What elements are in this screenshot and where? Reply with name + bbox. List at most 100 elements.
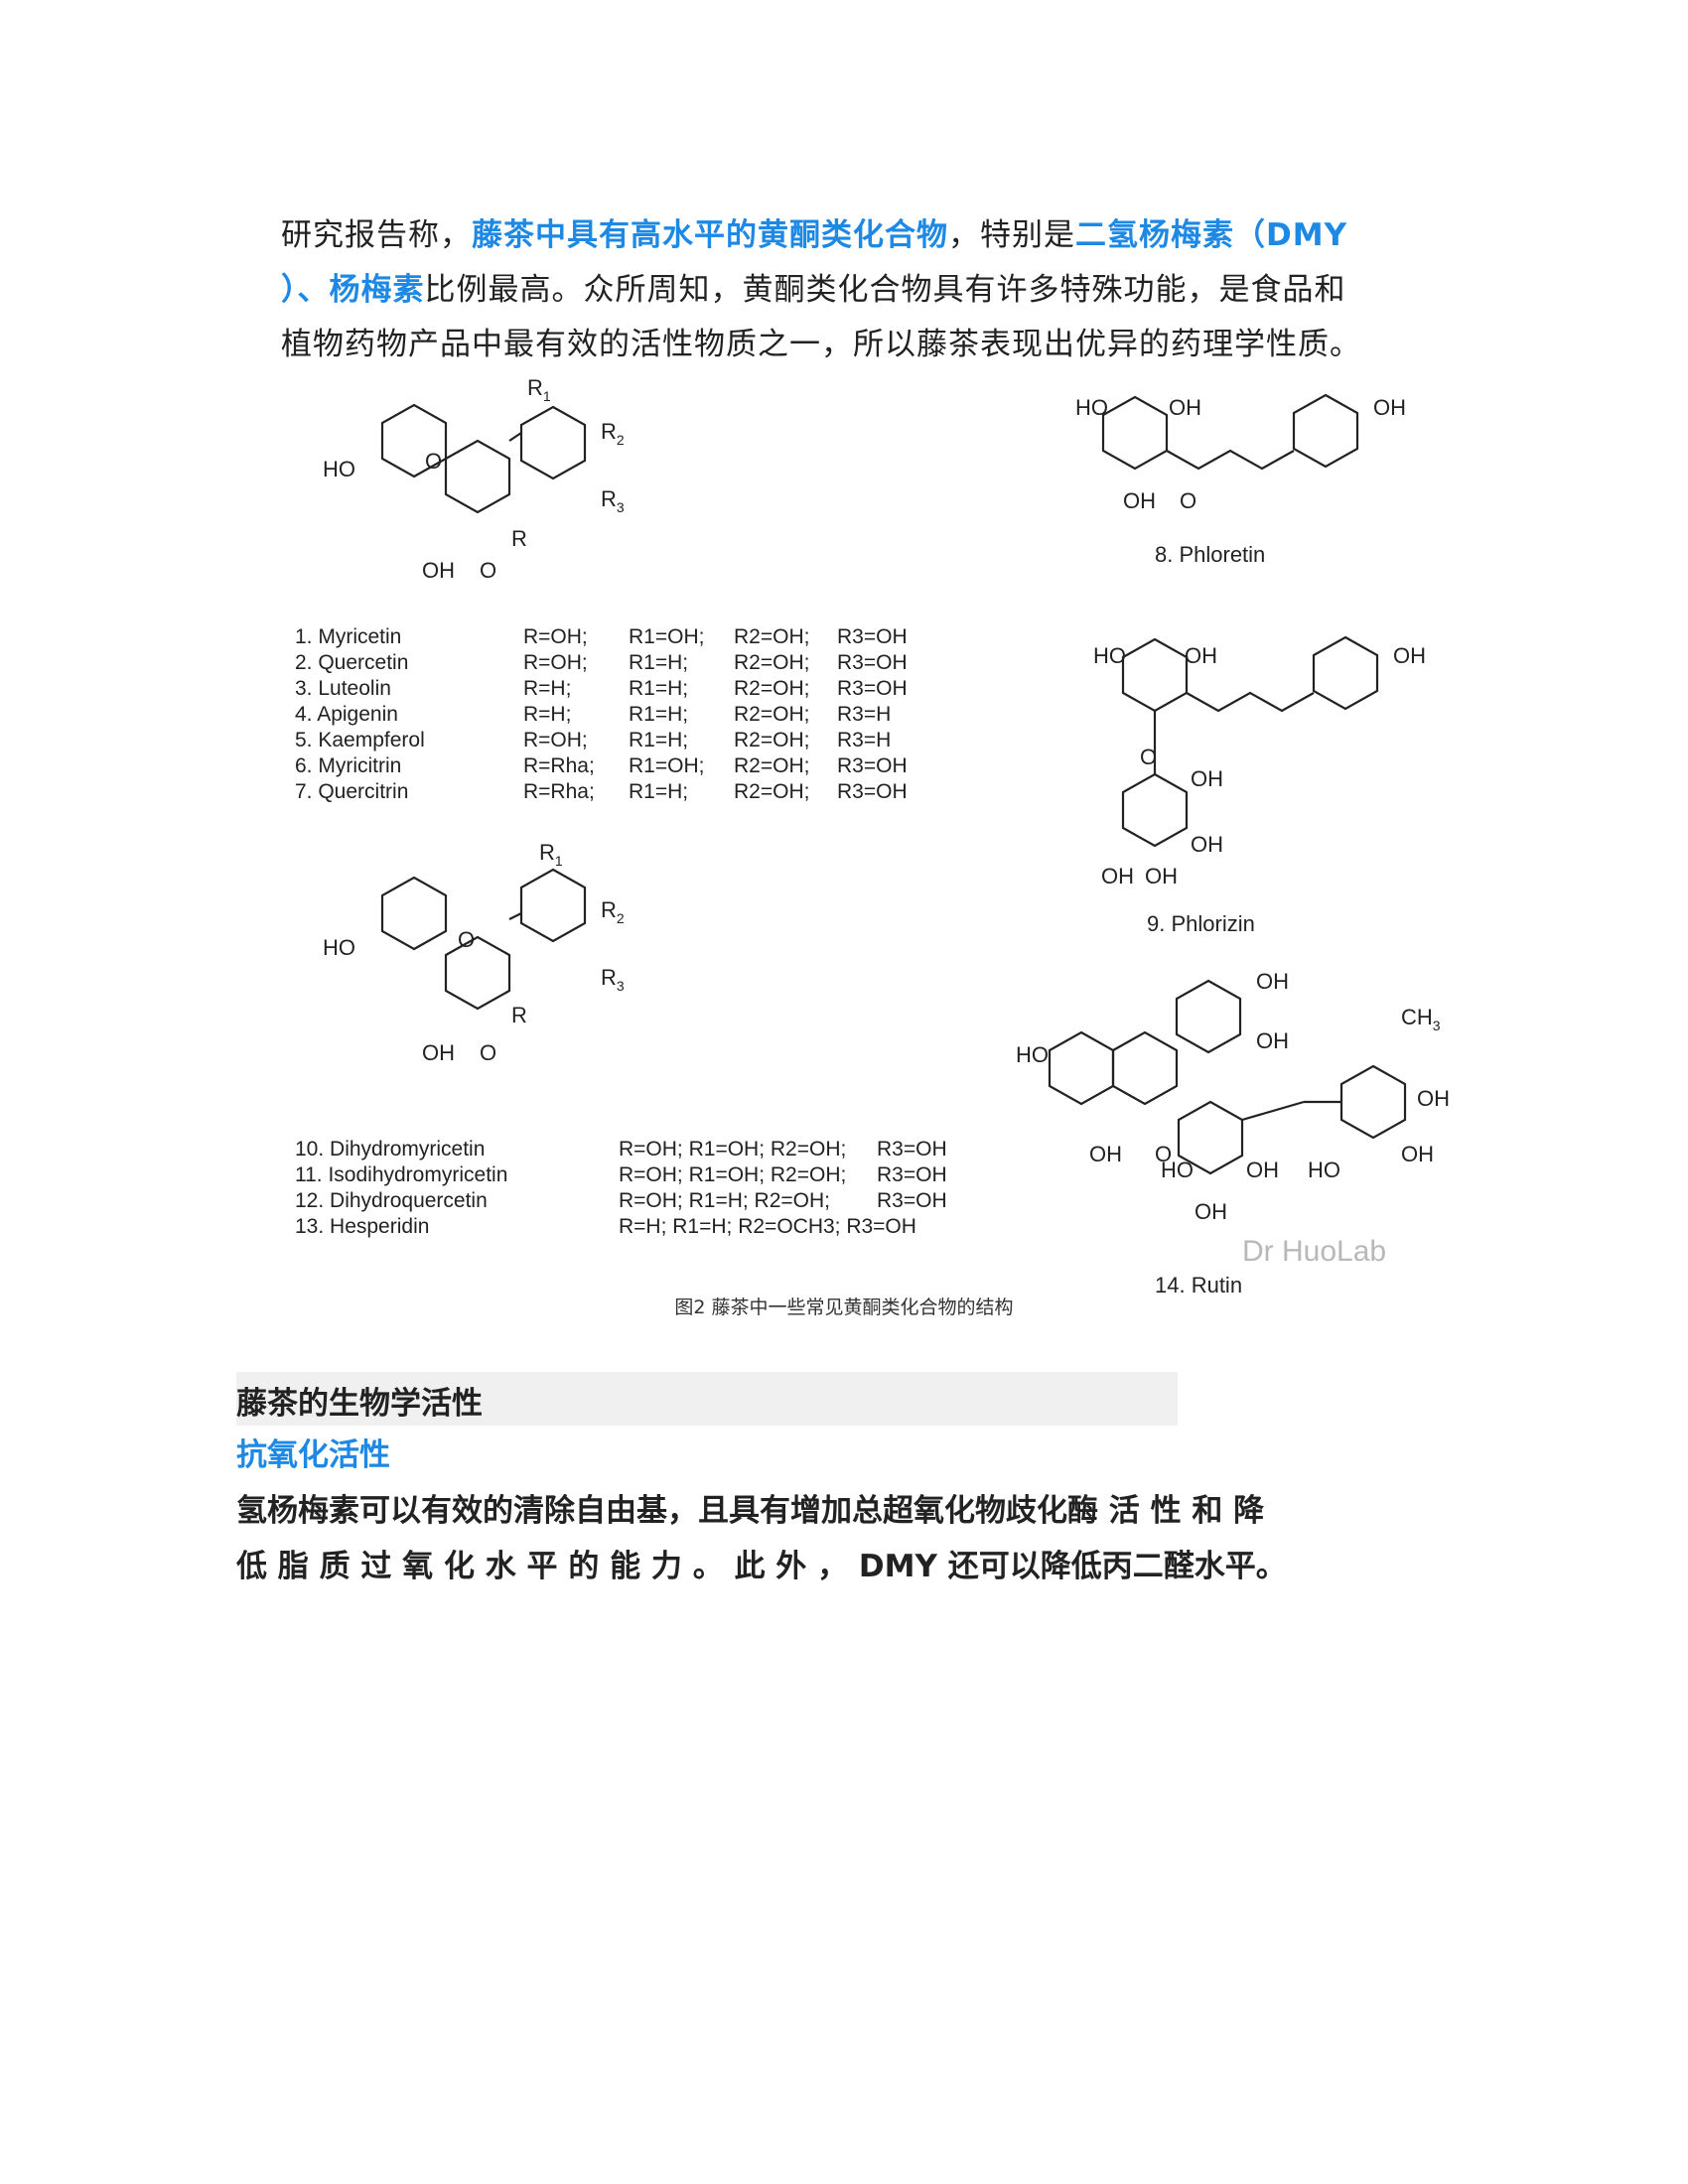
molecule-rutin xyxy=(1048,979,1407,1175)
phloretin-labels: HO OH OH OH O 8. Phloretin xyxy=(1075,395,1406,567)
label-oh: OH xyxy=(422,558,455,583)
intro-highlight-flavonoids: 藤茶中具有高水平的黄酮类化合物 xyxy=(472,217,948,253)
dihydro-r3: R3=OH xyxy=(877,1163,947,1186)
flavonol-r2: R2=OH; xyxy=(734,780,809,803)
watermark: Dr HuoLab xyxy=(1242,1235,1386,1268)
label-r: R xyxy=(511,1003,527,1027)
dihydro-substituents: R=OH; R1=OH; R2=OH; xyxy=(619,1138,846,1160)
intro-text: 植物药物产品中最有效的活性物质之一，所以藤茶表现出优异的药理学性质。 xyxy=(281,327,1361,362)
label-o: O xyxy=(1140,745,1157,769)
section-title: 藤茶的生物学活性 xyxy=(236,1386,483,1422)
label-oh: OH xyxy=(1191,832,1223,857)
dihydro-r3: R3=OH xyxy=(877,1189,947,1212)
intro-text: ，特别是 xyxy=(948,217,1075,253)
flavonol-r1: R1=H; xyxy=(629,651,688,674)
flavonol-r3: R3=H xyxy=(837,703,891,726)
label-ho: HO xyxy=(1016,1042,1049,1067)
flavonol-r1: R1=H; xyxy=(629,703,688,726)
label-ho: HO xyxy=(323,457,355,481)
section-body-line-2: 低 脂 质 过 氧 化 水 平 的 能 力 。 此 外 ， DMY 还可以降低丙… xyxy=(236,1549,1287,1584)
label-r1: R1 xyxy=(527,377,551,404)
molecule-phloretin xyxy=(1101,393,1359,471)
section-title-background xyxy=(236,1372,1178,1426)
flavonol-name: 1. Myricetin xyxy=(295,625,401,648)
intro-line-2: ）、杨梅素比例最高。众所周知，黄酮类化合物具有许多特殊功能，是食品和 xyxy=(281,263,1423,318)
flavonol-r: R=OH; xyxy=(523,729,588,751)
label-r2: R2 xyxy=(601,897,625,926)
flavonol-r3: R3=OH xyxy=(837,754,908,777)
dihydro-name: 12. Dihydroquercetin xyxy=(295,1189,488,1212)
dihydro-r3: R3=OH xyxy=(877,1138,947,1160)
flavonol-r3: R3=OH xyxy=(837,677,908,700)
flavonol-r: R=OH; xyxy=(523,651,588,674)
label-oh: OH xyxy=(1123,488,1156,513)
dihydro-substituents: R=H; R1=H; R2=OCH3; R3=OH xyxy=(619,1215,916,1238)
flavonol-r2: R2=OH; xyxy=(734,651,809,674)
label-phloretin: 8. Phloretin xyxy=(1155,542,1265,567)
label-ho: HO xyxy=(1093,643,1126,668)
label-o: O xyxy=(425,449,442,474)
flavonol-r3: R3=OH xyxy=(837,651,908,674)
flavonol-r2: R2=OH; xyxy=(734,754,809,777)
flavonol-r3: R3=OH xyxy=(837,625,908,648)
label-rutin: 14. Rutin xyxy=(1155,1273,1242,1297)
label-oh: OH xyxy=(1101,864,1134,888)
label-oh: OH xyxy=(1401,1142,1434,1166)
flavonol-name: 6. Myricitrin xyxy=(295,754,401,777)
flavonol-r2: R2=OH; xyxy=(734,703,809,726)
flavonol-r: R=OH; xyxy=(523,625,588,648)
intro-line-3: 植物药物产品中最有效的活性物质之一，所以藤茶表现出优异的药理学性质。 xyxy=(281,318,1423,372)
dihydro-substituents: R=OH; R1=H; R2=OH; xyxy=(619,1189,830,1212)
dihydro-core-labels: O OH O HO R R1 R2 R3 xyxy=(323,840,625,1065)
label-r3: R3 xyxy=(601,486,625,515)
label-o: O xyxy=(458,927,475,952)
flavonol-name: 4. Apigenin xyxy=(295,703,398,726)
section-subtitle: 抗氧化活性 xyxy=(236,1437,390,1473)
label-ho: HO xyxy=(1308,1158,1340,1182)
flavonol-name: 2. Quercetin xyxy=(295,651,408,674)
label-oh: OH xyxy=(1417,1086,1450,1111)
intro-text: 研究报告称， xyxy=(281,217,472,253)
dihydro-name: 10. Dihydromyricetin xyxy=(295,1138,485,1160)
label-oh: OH xyxy=(1195,1199,1227,1224)
dihydro-substituents: R=OH; R1=OH; R2=OH; xyxy=(619,1163,846,1186)
label-oh: OH xyxy=(1169,395,1201,420)
label-oh: OH xyxy=(1145,864,1178,888)
label-phlorizin: 9. Phlorizin xyxy=(1147,911,1255,936)
flavonol-r3: R3=OH xyxy=(837,780,908,803)
intro-highlight-myricetin: ）、杨梅素 xyxy=(281,272,425,308)
label-oh: OH xyxy=(1191,766,1223,791)
label-oh: OH xyxy=(1185,643,1217,668)
label-r1: R1 xyxy=(539,840,563,869)
label-oh: OH xyxy=(422,1040,455,1065)
molecule-dihydro-core xyxy=(380,868,587,1011)
label-o: O xyxy=(1180,488,1196,513)
flavonol-name: 5. Kaempferol xyxy=(295,729,425,751)
label-r: R xyxy=(511,526,527,551)
label-ho: HO xyxy=(1161,1158,1194,1182)
flavonol-name: 7. Quercitrin xyxy=(295,780,408,803)
flavonol-r3: R3=H xyxy=(837,729,891,751)
watermark-text: Dr HuoLab xyxy=(1242,1235,1386,1268)
section-body: 氢杨梅素可以有效的清除自由基，且具有增加总超氧化物歧化酶 活 性 和 降 低 脂… xyxy=(236,1483,1378,1594)
flavonol-r1: R1=OH; xyxy=(629,625,704,648)
label-o: O xyxy=(480,1040,496,1065)
section-body-line-1: 氢杨梅素可以有效的清除自由基，且具有增加总超氧化物歧化酶 活 性 和 降 xyxy=(236,1493,1265,1529)
label-oh: OH xyxy=(1246,1158,1279,1182)
flavonol-r1: R1=OH; xyxy=(629,754,704,777)
label-ch3: CH3 xyxy=(1401,1005,1441,1033)
label-oh: OH xyxy=(1373,395,1406,420)
flavonol-r: R=Rha; xyxy=(523,780,595,803)
flavonol-r1: R1=H; xyxy=(629,729,688,751)
flavonol-core-labels: O OH O HO R R1 R2 R3 xyxy=(323,377,625,583)
label-r2: R2 xyxy=(601,419,625,448)
label-oh: OH xyxy=(1089,1142,1122,1166)
label-ho: HO xyxy=(1075,395,1108,420)
flavonol-r1: R1=H; xyxy=(629,677,688,700)
molecule-phlorizin xyxy=(1121,635,1379,848)
intro-paragraph: 研究报告称，藤茶中具有高水平的黄酮类化合物，特别是二氢杨梅素（DMY ）、杨梅素… xyxy=(281,208,1423,372)
intro-text: 比例最高。众所周知，黄酮类化合物具有许多特殊功能，是食品和 xyxy=(424,272,1346,308)
flavonol-r: R=H; xyxy=(523,703,571,726)
